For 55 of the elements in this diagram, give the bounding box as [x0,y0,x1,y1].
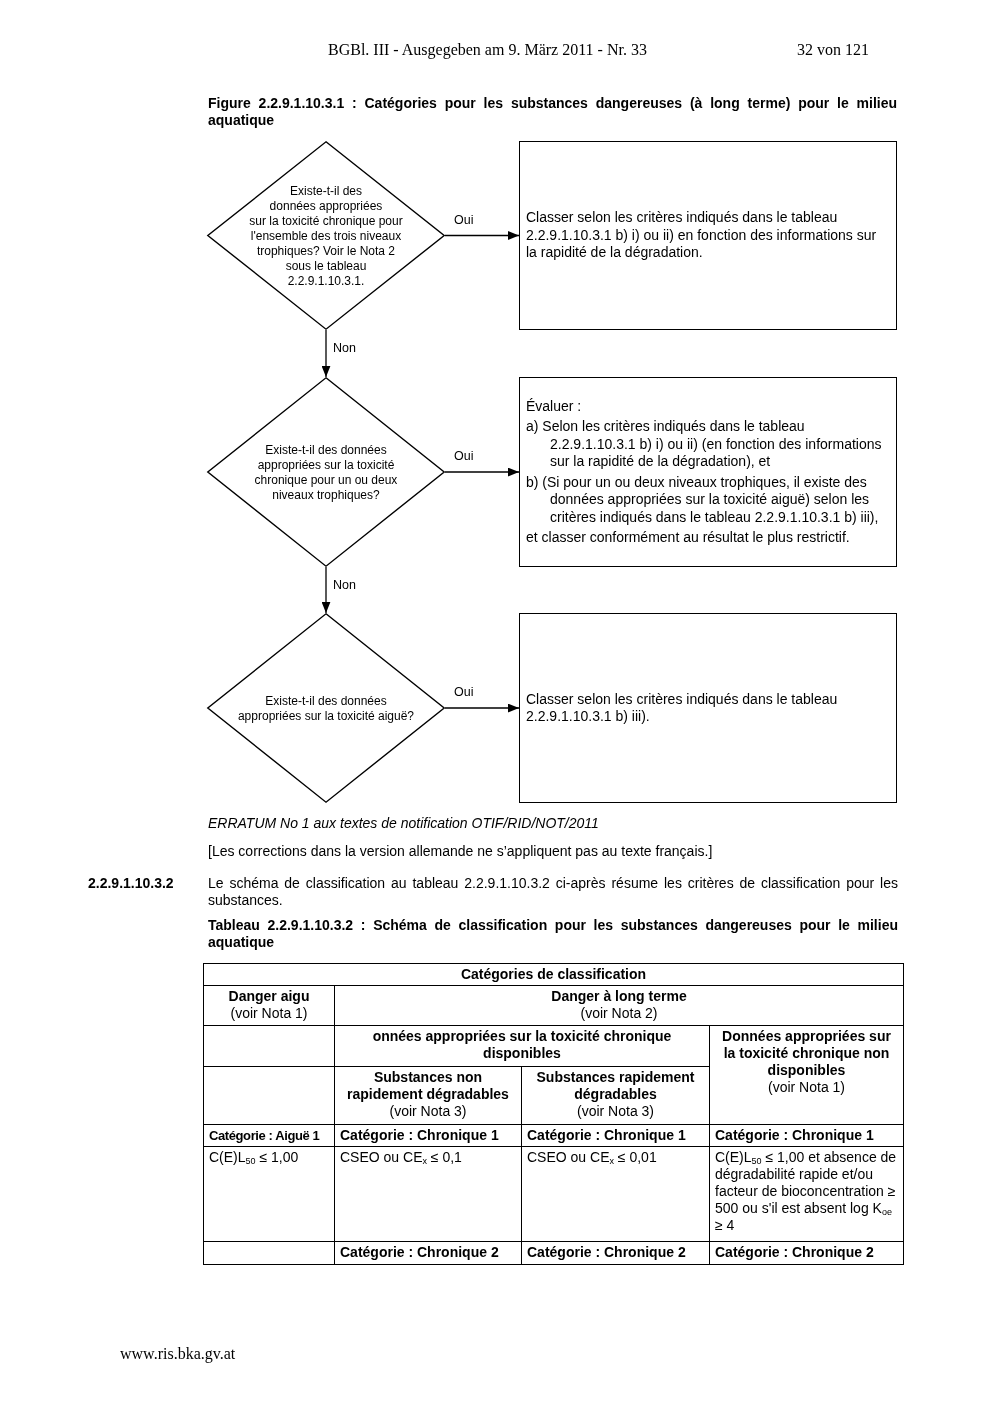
figure-title: Figure 2.2.9.1.10.3.1 : Catégories pour les substances dangereuses (à long terme) pour le milieu aquatique [208,95,897,129]
decision-text: Existe-t-il des données appropriées sur la toxicité chronique pour un ou deux niveaux trophiques? [254,442,398,502]
process-box [519,613,897,803]
note-reference: (voir Nota 3) [388,1103,468,1120]
column-header: Danger aigu [227,988,311,1005]
column-header: Substances rapidement dégradables [535,1069,696,1103]
edge-label: Non [332,578,357,592]
erratum-note: ERRATUM No 1 aux textes de notification OTIF/RID/NOT/2011 [208,815,599,832]
category-label: Catégorie : Chronique 2 [340,1244,500,1261]
decision-diamond [207,141,445,330]
box-text: Évaluer : [526,397,583,415]
category-label: Catégorie : Chronique 1 [340,1127,500,1144]
decision-diamond [207,613,445,803]
note-reference: (voir Nota 1) [767,1079,846,1096]
column-header: onnées appropriées sur la toxicité chronique disponibles [371,1028,673,1062]
column-header: Données appropriées sur la toxicité chronique non disponibles [721,1028,892,1079]
page-number: 32 von 121 [797,41,869,59]
arrow [444,231,520,240]
process-box [519,141,897,330]
edge-label: Oui [453,449,475,463]
note-reference: (voir Nota 3) [576,1103,655,1120]
box-text: Classer selon les critères indiqués dans le tableau 2.2.9.1.10.3.1 b) i) ou ii) en fonction des informations sur la rapidité de la dégradation. [526,209,878,262]
box-text: Classer selon les critères indiqués dans le tableau 2.2.9.1.10.3.1 b) iii). [526,690,839,726]
note-reference: (voir Nota 1) [229,1005,309,1022]
note-reference: (voir Nota 2) [579,1005,659,1022]
column-header: Catégories de classification [459,966,648,983]
arrow [321,329,331,378]
edge-label: Oui [453,685,475,699]
criterion-text: C(E)L$_{50}$ ≤ 1,00 et absence de dégradabilité rapide et/ou facteur de bioconcentration ≥ 500 ou s'il est absent log K$_{oe}$ ≥ 4 [715,1149,898,1234]
criterion-text: C(E)L$_{50}$ ≤ 1,00 [209,1149,300,1166]
arrow [321,566,331,614]
decision-text: Existe-t-il des données appropriées sur la toxicité aiguë? [237,693,415,723]
column-header: Substances non rapidement dégradables [346,1069,510,1103]
criterion-text: CSEO ou CE$_{x}$ ≤ 0,01 [527,1149,658,1166]
category-label: Catégorie : Chronique 1 [527,1127,687,1144]
edge-label: Non [332,341,357,355]
criterion-text: CSEO ou CE$_{x}$ ≤ 0,1 [340,1149,463,1166]
box-text: et classer conformément au résultat le plus restrictif. [526,529,851,547]
arrow [444,703,520,713]
column-header: Danger à long terme [550,988,688,1005]
footer-url: www.ris.bka.gv.at [120,1345,236,1363]
category-label: Catégorie : Aiguë 1 [209,1127,321,1144]
edge-label: Oui [453,212,475,227]
section-number: 2.2.9.1.10.3.2 [88,875,174,892]
decision-diamond [207,377,445,567]
arrow [444,467,520,477]
decision-text: Existe-t-il des données appropriées sur la toxicité chronique pour l'ensemble des trois niveaux trophiques? Voir le Nota 2 sous le tableau 2.2.9.1.10.3.1. [249,183,403,288]
category-label: Catégorie : Chronique 2 [527,1244,687,1261]
page-header: BGBl. III - Ausgegeben am 9. März 2011 - Nr. 33 [328,41,647,59]
category-label: Catégorie : Chronique 1 [715,1127,875,1144]
process-box [519,377,897,567]
paragraph: Le schéma de classification au tableau 2.2.9.1.10.3.2 ci-après résume les critères de classification pour les substances. [208,875,898,909]
table-title: Tableau 2.2.9.1.10.3.2 : Schéma de classification pour les substances dangereuses pour le milieu aquatique [208,917,898,951]
category-label: Catégorie : Chronique 2 [715,1244,875,1261]
correction-note: [Les corrections dans la version allemande ne s’appliquent pas au texte français.] [208,843,713,860]
